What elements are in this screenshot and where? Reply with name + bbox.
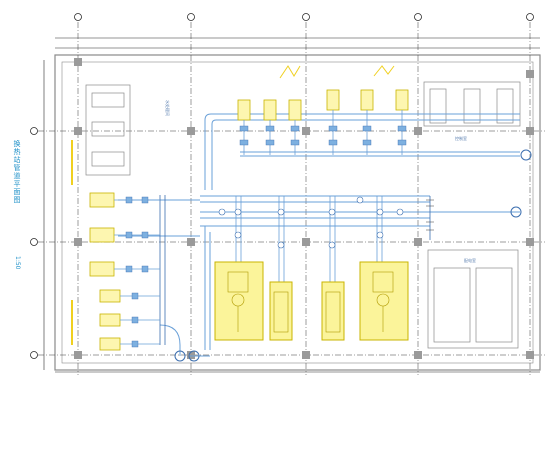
top-pump-row — [237, 89, 409, 121]
pipe-end — [174, 350, 186, 362]
pump — [99, 289, 121, 303]
grid-bubble — [74, 13, 82, 21]
heat-exchanger — [214, 261, 264, 341]
pump — [89, 192, 115, 208]
grid-bubble — [414, 13, 422, 21]
pump — [99, 337, 121, 351]
pipe-end — [510, 206, 522, 218]
grid-bubble — [30, 238, 38, 246]
pump — [326, 89, 340, 111]
left-pump-valves — [125, 196, 149, 348]
column — [74, 238, 82, 246]
header-tags — [426, 199, 434, 231]
column — [302, 351, 310, 359]
column — [526, 70, 534, 78]
grid-bubble — [187, 13, 195, 21]
column — [74, 127, 82, 135]
left-pump-column — [89, 192, 121, 351]
grid-axes — [38, 22, 545, 375]
left-room-tanks — [85, 84, 131, 176]
grid-bubble — [30, 127, 38, 135]
grid-bubble — [526, 13, 534, 21]
room-label: 控制室 — [455, 135, 467, 141]
top-pump-valves — [239, 125, 407, 146]
pump — [89, 261, 115, 277]
grid-bubble — [302, 13, 310, 21]
outer-walls — [54, 54, 541, 371]
top-grid-bubbles — [74, 13, 534, 21]
top-right-room — [423, 81, 521, 127]
drawing-scale: 1:50 — [14, 256, 21, 270]
column — [302, 127, 310, 135]
column — [414, 127, 422, 135]
column — [414, 351, 422, 359]
heat-exchangers — [214, 261, 409, 341]
pump — [360, 89, 374, 111]
top-dimension-line — [55, 37, 540, 49]
pump — [263, 99, 277, 121]
room-label: 配电室 — [464, 257, 476, 263]
column — [302, 238, 310, 246]
room-label: 水处理间 — [165, 100, 171, 116]
heat-exchanger — [359, 261, 409, 341]
column — [187, 238, 195, 246]
column — [414, 238, 422, 246]
grid-bubble — [30, 351, 38, 359]
left-pump-connectors — [114, 199, 160, 345]
left-grid-bubbles — [30, 127, 38, 359]
column — [74, 351, 82, 359]
structural-columns — [74, 58, 534, 359]
roof-vents — [279, 65, 395, 79]
pipe-end — [188, 350, 200, 362]
pipe-end — [520, 149, 532, 161]
right-lower-room — [427, 249, 519, 349]
heat-exchanger — [321, 281, 345, 341]
pipe-ends — [174, 149, 532, 362]
column — [187, 351, 195, 359]
pump — [89, 227, 115, 243]
column — [526, 238, 534, 246]
pump — [237, 99, 251, 121]
heat-exchanger — [269, 281, 293, 341]
pump — [99, 313, 121, 327]
column — [187, 127, 195, 135]
pump — [288, 99, 302, 121]
drawing-title: 换热站管道平面图 — [13, 140, 21, 204]
exchanger-details — [227, 271, 394, 333]
column — [526, 127, 534, 135]
pump — [395, 89, 409, 111]
pipe-headers — [118, 113, 520, 357]
column — [526, 351, 534, 359]
column — [74, 58, 82, 66]
header-valves — [218, 196, 404, 249]
